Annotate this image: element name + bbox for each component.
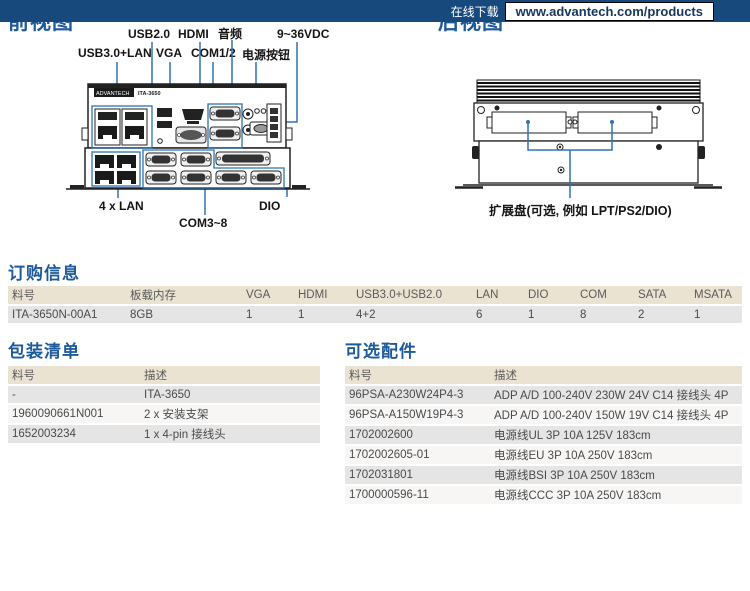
label-audio: 音频 [218, 27, 243, 41]
col-header: 料号 [8, 286, 126, 306]
cell-description: ADP A/D 100-240V 150W 19V C14 接线头 4P [490, 406, 742, 426]
cell-part-number: 1652003234 [8, 425, 140, 445]
accessories-title: 可选配件 [345, 342, 417, 361]
cell-part-number: 1960090661N001 [8, 405, 140, 425]
table-header-row: 料号 描述 [8, 366, 320, 386]
usb3-lan-module [94, 108, 148, 146]
lan4-group-box [91, 151, 141, 187]
usb3-lan-group-box [91, 105, 153, 149]
cell-part-number: 1702031801 [345, 466, 490, 486]
hdmi-port [182, 109, 204, 124]
dc-terminal [266, 103, 282, 143]
cell-part-number: ITA-3650N-00A1 [8, 306, 126, 325]
table-row: 96PSA-A230W24P4-3 ADP A/D 100-240V 230W … [345, 386, 742, 406]
cell-description: 电源线UL 3P 10A 125V 183cm [490, 426, 742, 446]
label-dc-input: 9~36VDC [277, 27, 330, 41]
label-usb20: USB2.0 [128, 27, 171, 41]
ordering-info-table: 料号 板载内存 VGA HDMI USB3.0+USB2.0 LAN DIO C… [8, 286, 742, 325]
cell-memory: 8GB [126, 306, 242, 325]
col-header: DIO [524, 286, 576, 306]
footer-bar: 在线下载 www.advantech.com/products [0, 0, 750, 22]
col-header: 描述 [140, 366, 320, 386]
cell-description: ADP A/D 100-240V 230W 24V C14 接线头 4P [490, 386, 742, 406]
label-hdmi: HDMI [178, 27, 209, 41]
cell-msata: 1 [690, 306, 742, 325]
screw [157, 138, 163, 144]
cell-dio: 1 [524, 306, 576, 325]
front-lower-ports [91, 149, 285, 189]
col-header: 描述 [490, 366, 742, 386]
website-url[interactable]: www.advantech.com/products [504, 1, 714, 21]
packing-list-title: 包装清单 [8, 342, 80, 361]
col-header: MSATA [690, 286, 742, 306]
rear-leader-lines [526, 120, 614, 198]
cell-part-number: 96PSA-A150W19P4-3 [345, 406, 490, 426]
rear-expansion-panel [473, 102, 704, 142]
cell-sata: 2 [634, 306, 690, 325]
label-vga: VGA [156, 46, 183, 60]
label-com12: COM1/2 [191, 46, 236, 60]
table-header-row: 料号 描述 [345, 366, 742, 386]
cell-description: 1 x 4-pin 接线头 [140, 425, 320, 445]
cell-description: 电源线BSI 3P 10A 250V 183cm [490, 466, 742, 486]
cell-lan: 6 [472, 306, 524, 325]
cell-part-number: 1702002605-01 [345, 446, 490, 466]
cell-description: 电源线EU 3P 10A 250V 183cm [490, 446, 742, 466]
table-header-row: 料号 板载内存 VGA HDMI USB3.0+USB2.0 LAN DIO C… [8, 286, 742, 306]
col-header: COM [576, 286, 634, 306]
device-logo-brand: ADVANTECH [96, 91, 130, 97]
front-view-diagram: ADVANTECH ITA-3650 [66, 40, 310, 215]
vga-port [175, 126, 207, 144]
col-header: 料号 [8, 366, 140, 386]
table-row: 1702031801 电源线BSI 3P 10A 250V 183cm [345, 466, 742, 486]
expansion-slot-2 [577, 111, 653, 134]
cell-part-number: 1700000596-11 [345, 486, 490, 506]
device-logo-model: ITA-3650 [138, 91, 161, 97]
table-row: 96PSA-A150W19P4-3 ADP A/D 100-240V 150W … [345, 406, 742, 426]
cell-part-number: 96PSA-A230W24P4-3 [345, 386, 490, 406]
cell-com: 8 [576, 306, 634, 325]
table-row: 1702002600 电源线UL 3P 10A 125V 183cm [345, 426, 742, 446]
table-row: - ITA-3650 [8, 386, 320, 405]
cell-hdmi: 1 [294, 306, 352, 325]
col-header: LAN [472, 286, 524, 306]
table-row: ITA-3650N-00A1 8GB 1 1 4+2 6 1 8 2 1 [8, 306, 742, 325]
col-header: HDMI [294, 286, 352, 306]
cell-description: 电源线CCC 3P 10A 250V 183cm [490, 486, 742, 506]
rear-view-diagram [455, 79, 722, 198]
col-header: USB3.0+USB2.0 [352, 286, 472, 306]
rear-heatsink [476, 79, 701, 104]
label-power-button: 电源按钮 [242, 48, 291, 62]
cell-description: 2 x 安装支架 [140, 405, 320, 425]
packing-list-table: 料号 描述 - ITA-3650 1960090661N001 2 x 安装支架… [8, 366, 320, 445]
label-usb30-lan: USB3.0+LAN [78, 46, 152, 60]
download-label: 在线下载 [450, 4, 499, 19]
table-row: 1652003234 1 x 4-pin 接线头 [8, 425, 320, 445]
table-row: 1700000596-11 电源线CCC 3P 10A 250V 183cm [345, 486, 742, 506]
usb2-stack [157, 108, 172, 128]
com38-group-box [142, 149, 285, 189]
com12-group [207, 103, 243, 149]
cell-part-number: - [8, 386, 140, 405]
label-expansion: 扩展盘(可选, 例如 LPT/PS2/DIO) [489, 204, 672, 218]
table-row: 1702002605-01 电源线EU 3P 10A 250V 183cm [345, 446, 742, 466]
cell-vga: 1 [242, 306, 294, 325]
accessories-table: 料号 描述 96PSA-A230W24P4-3 ADP A/D 100-240V… [345, 366, 742, 506]
label-com38: COM3~8 [179, 216, 228, 230]
col-header: SATA [634, 286, 690, 306]
cell-usb: 4+2 [352, 306, 472, 325]
ordering-info-title: 订购信息 [8, 264, 80, 283]
label-4xlan: 4 x LAN [99, 199, 144, 213]
col-header: 料号 [345, 366, 490, 386]
col-header: VGA [242, 286, 294, 306]
rear-lower-body [455, 140, 722, 189]
dio-port [215, 151, 271, 166]
front-upper-ports [91, 103, 282, 149]
col-header: 板载内存 [126, 286, 242, 306]
cell-part-number: 1702002600 [345, 426, 490, 446]
label-dio: DIO [259, 199, 281, 213]
table-row: 1960090661N001 2 x 安装支架 [8, 405, 320, 425]
cell-description: ITA-3650 [140, 386, 320, 405]
